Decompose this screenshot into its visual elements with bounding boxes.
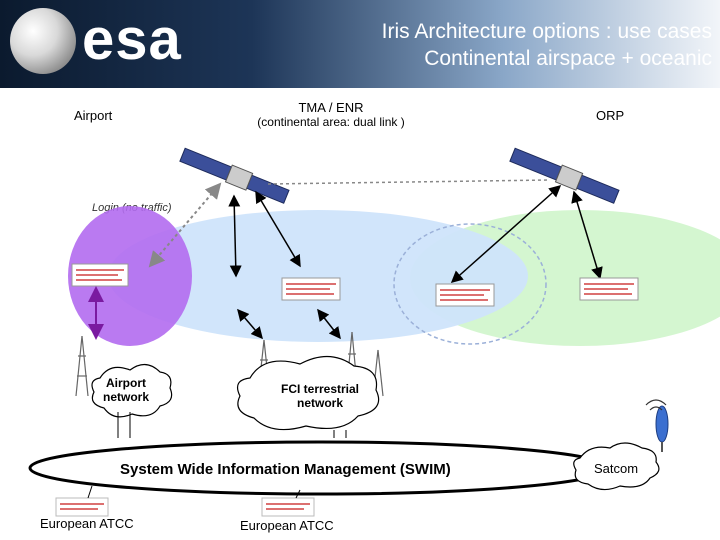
tma-orp-overlap-boundary xyxy=(393,223,547,345)
tma-enr-label-line2: (continental area: dual link ) xyxy=(257,115,405,129)
title-line-2: Continental airspace + oceanic xyxy=(424,47,712,70)
airport-network-label: Airport network xyxy=(98,376,154,404)
tma-ground-link-2 xyxy=(317,308,341,340)
signal-waves-icon xyxy=(645,399,667,411)
satcom-cloud xyxy=(573,442,660,491)
fci-network-label-line1: FCI terrestrial xyxy=(280,382,360,396)
satellite-dish-icon xyxy=(655,405,669,452)
connector xyxy=(87,485,93,499)
antenna-icon xyxy=(75,335,89,397)
airport-network-label-line1: Airport xyxy=(106,376,146,390)
header-banner: esa Iris Architecture options : use case… xyxy=(0,0,720,88)
atcc-box xyxy=(261,497,315,517)
orp-region-label: ORP xyxy=(596,108,625,123)
tma-link-1 xyxy=(228,194,242,278)
airport-network-cloud xyxy=(91,363,173,418)
cross-dotted-link xyxy=(267,179,551,185)
satcom-label: Satcom xyxy=(594,461,639,476)
architecture-diagram xyxy=(28,147,720,517)
aircraft-box xyxy=(579,277,639,301)
fci-network-label-line2: network xyxy=(296,396,343,410)
tma-enr-label: TMA / ENR (continental area: dual link ) xyxy=(236,100,426,129)
satellite-icon xyxy=(509,147,620,204)
atcc-label: European ATCC xyxy=(240,518,334,533)
aircraft-box xyxy=(281,277,341,301)
tma-link-2 xyxy=(255,190,301,268)
esa-globe-logo xyxy=(10,8,76,74)
tma-link-3 xyxy=(450,185,562,283)
fci-network-cloud xyxy=(237,355,380,431)
aircraft-box xyxy=(71,263,129,287)
title-line-1: Iris Architecture options : use cases xyxy=(381,20,712,43)
orp-link xyxy=(571,190,603,280)
aircraft-box xyxy=(435,283,495,307)
airport-network-label-line2: network xyxy=(102,390,149,404)
esa-logo-text: esa xyxy=(82,7,182,72)
atcc-label: European ATCC xyxy=(40,516,134,531)
tma-ground-link-1 xyxy=(237,308,263,340)
tma-enr-label-line1: TMA / ENR xyxy=(298,100,364,115)
satellite-icon xyxy=(179,147,290,204)
swim-label: System Wide Information Management (SWIM… xyxy=(120,461,451,478)
fci-network-label: FCI terrestrial network xyxy=(256,382,384,410)
airport-region-label: Airport xyxy=(74,108,113,123)
connector xyxy=(295,489,301,499)
atcc-box xyxy=(55,497,109,517)
